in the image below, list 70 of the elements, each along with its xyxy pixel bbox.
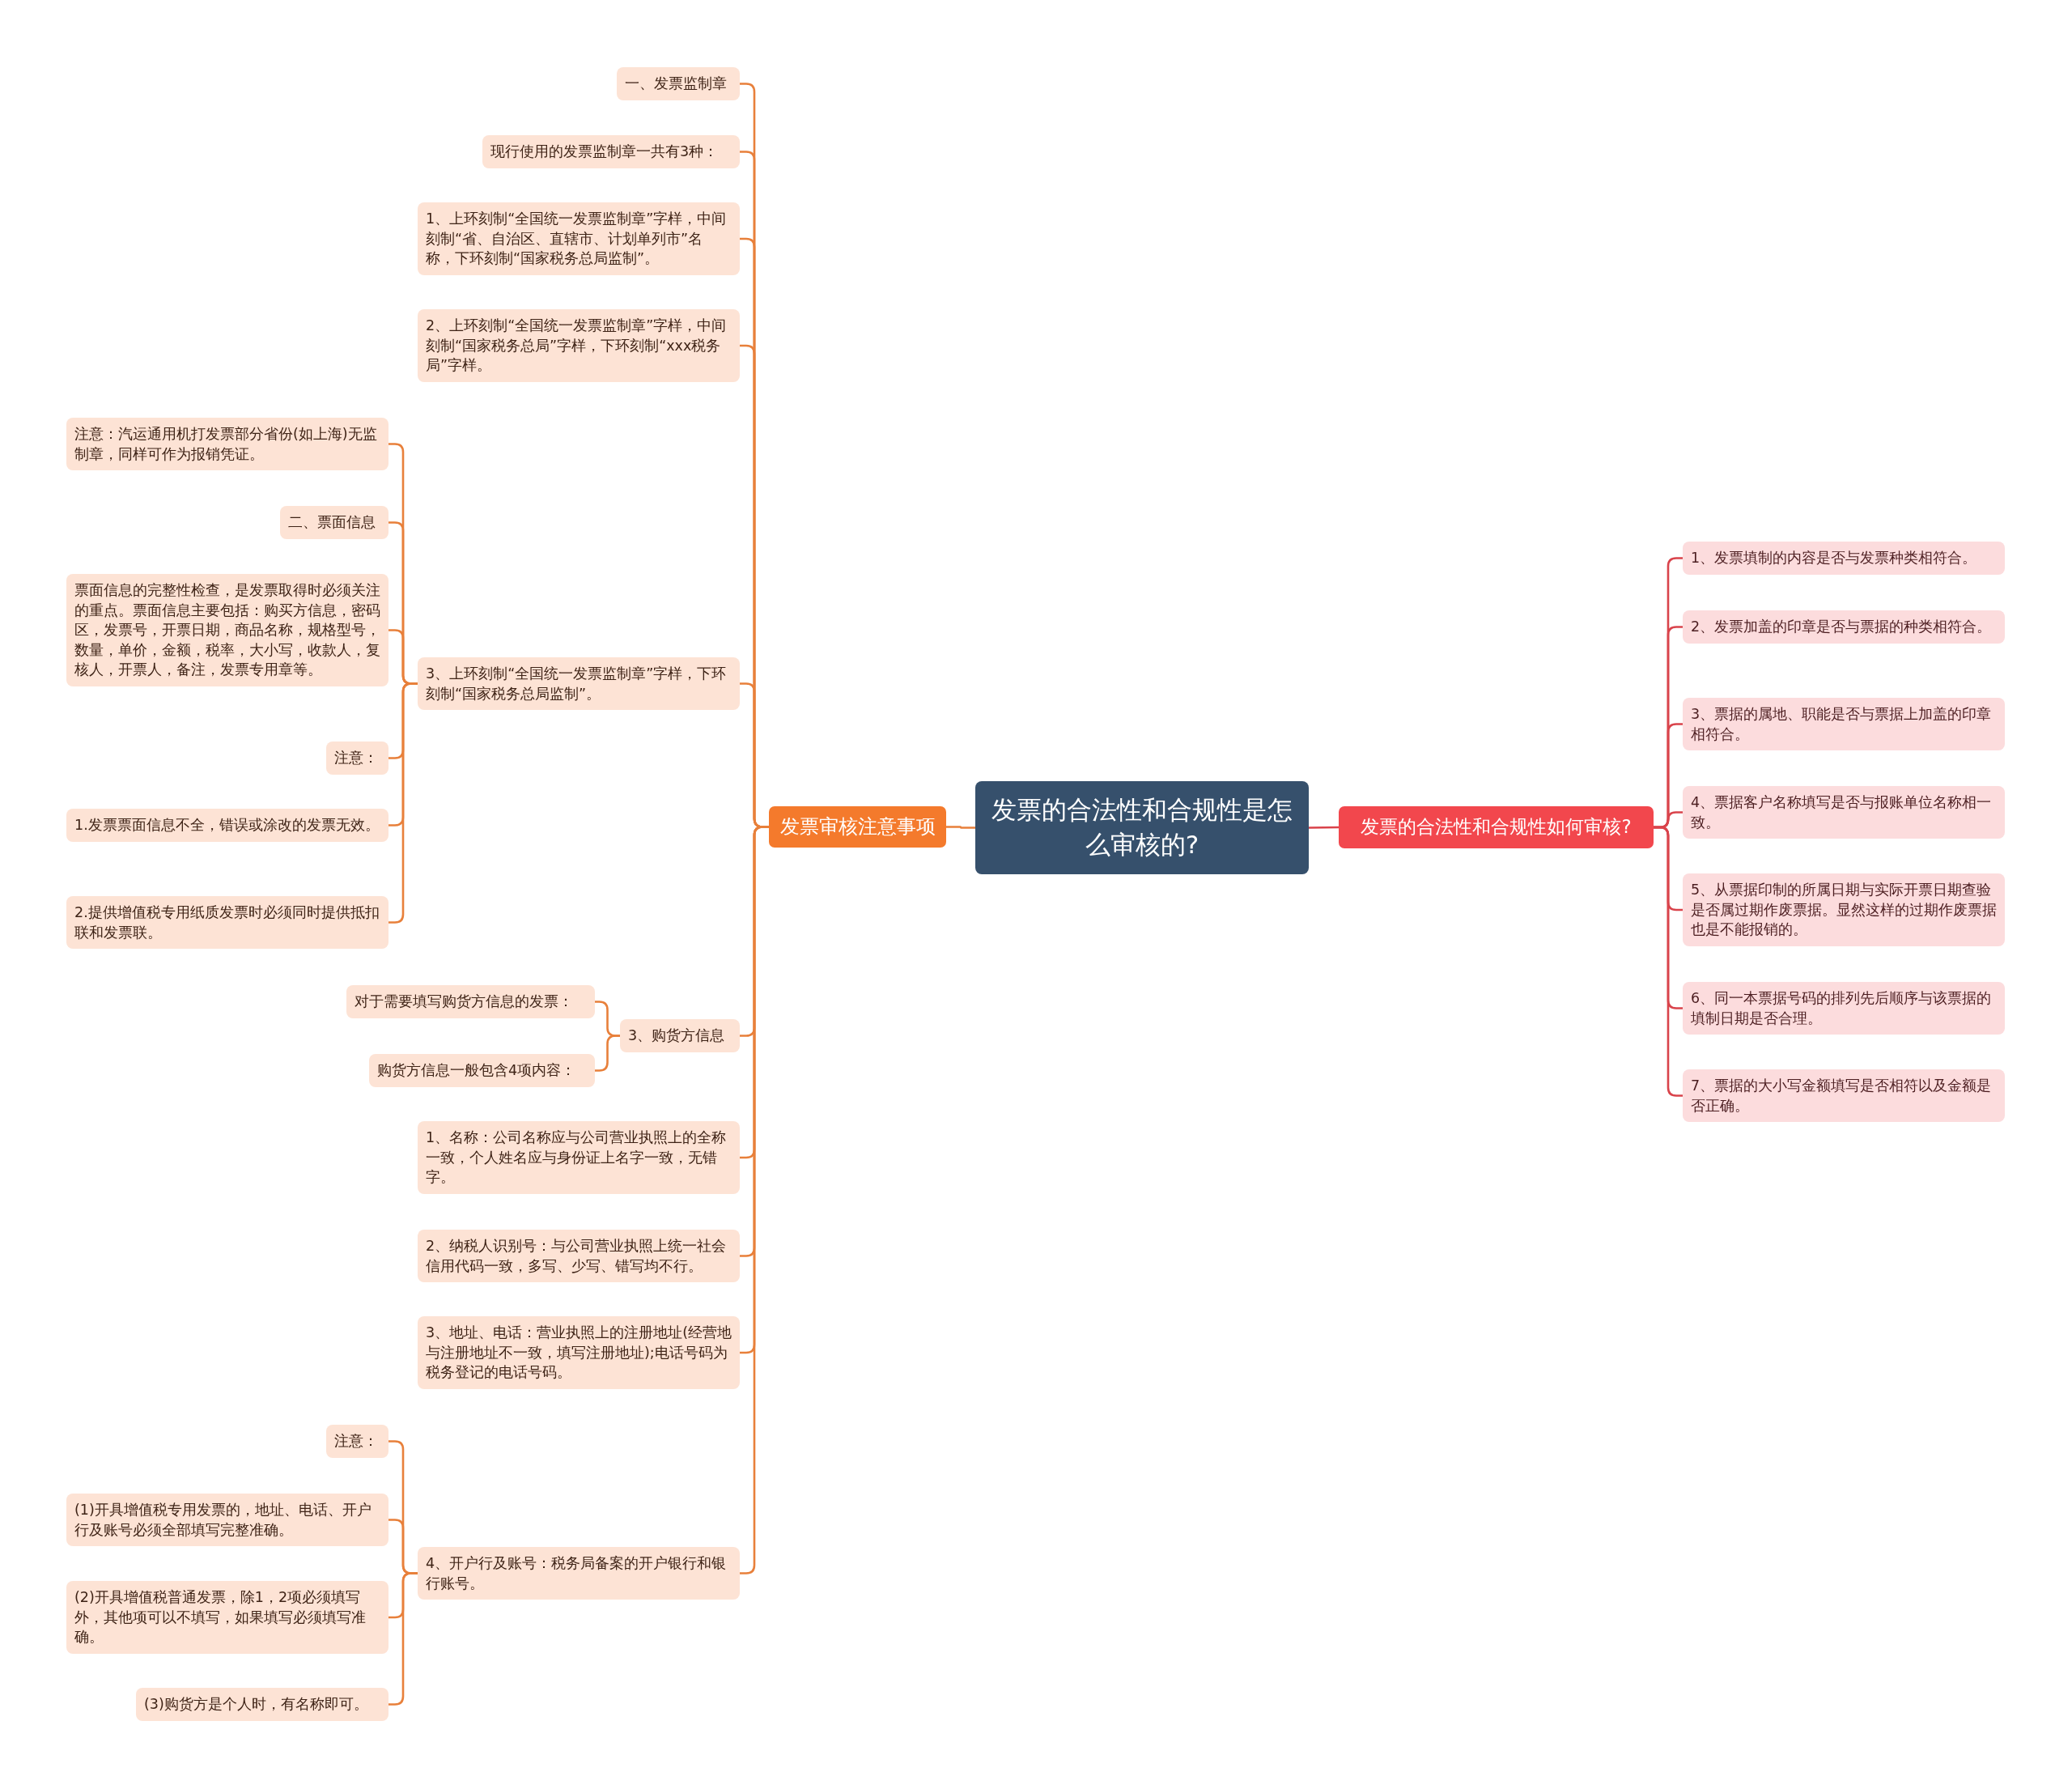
branch-topic-card: [769, 806, 946, 848]
subtopic-text: 1、名称：公司名称应与公司营业执照上的全称一致，个人姓名应与身份证上名字一致，无错字。: [426, 1128, 728, 1187]
subtopic-card: [418, 1316, 740, 1389]
subtopic-card: [418, 657, 740, 710]
subtopic-text: 1、发票填制的内容是否与发票种类相符合。: [1691, 549, 1978, 567]
subtopic-text: 一、发票监制章: [625, 74, 728, 93]
subtopic-text: (2)开具增值税普通发票，除1，2项必须填写外，其他项可以不填写，如果填写必须填写准确。: [74, 1588, 367, 1647]
subtopic-text: 3、上环刻制“全国统一发票监制章”字样，下环刻制“国家税务总局监制”。: [426, 665, 728, 703]
subtopic-card: [418, 1121, 740, 1194]
subtopic-card: [326, 742, 388, 775]
subtopic-text: 票面信息的完整性检查，是发票取得时必须关注的重点。票面信息主要包括：购买方信息，密码区，发票号，开票日期，商品名称，规格型号，数量，单价，金额，税率，大小写，收款人，复核人，开票人，备注，发票专用章等。: [74, 581, 380, 679]
subtopic-text: 1.发票票面信息不全，错误或涂改的发票无效。: [74, 816, 380, 835]
subtopic-card: [418, 1230, 740, 1282]
subtopic-text: 4、开户行及账号：税务局备案的开户银行和银行账号。: [426, 1554, 728, 1593]
subtopic-card: [418, 1547, 740, 1600]
subtopic-text: 2、纳税人识别号：与公司营业执照上统一社会信用代码一致，多写、少写、错写均不行。: [426, 1237, 728, 1276]
subtopic-card: [1683, 873, 2005, 946]
subtopic-text: 2.提供增值税专用纸质发票时必须同时提供抵扣联和发票联。: [74, 903, 380, 942]
subtopic-text: 3、购货方信息: [628, 1026, 726, 1045]
branch-topic-text: 发票审核注意事项: [779, 814, 936, 839]
subtopic-text: 现行使用的发票监制章一共有3种：: [490, 142, 720, 161]
subtopic-card: [66, 809, 388, 842]
central-topic-text: 发票的合法性和合规性是怎么审核的?: [991, 794, 1293, 861]
branch-topic-text: 发票的合法性和合规性如何审核?: [1360, 815, 1633, 839]
subtopic-text: 2、上环刻制“全国统一发票监制章”字样，中间刻制“国家税务总局”字样，下环刻制“xxx税务局”字样。: [426, 317, 728, 375]
subtopic-card: [620, 1019, 740, 1052]
subtopic-text: 5、从票据印制的所属日期与实际开票日期查验是否属过期作废票据。显然这样的过期作废票据也是不能报销的。: [1691, 881, 1997, 939]
subtopic-card: [482, 135, 740, 168]
subtopic-card: [1683, 786, 2005, 839]
subtopic-card: [66, 418, 388, 470]
connector-line: [946, 826, 975, 829]
subtopic-text: 1、上环刻制“全国统一发票监制章”字样，中间刻制“省、自治区、直辖市、计划单列市”名称，下环刻制“国家税务总局监制”。: [426, 210, 728, 268]
subtopic-text: (1)开具增值税专用发票的，地址、电话、开户行及账号必须全部填写完整准确。: [74, 1501, 372, 1540]
subtopic-card: [1683, 610, 2005, 644]
subtopic-card: [1683, 698, 2005, 750]
connector-line: [595, 1035, 620, 1072]
subtopic-text: 注意：: [334, 1432, 379, 1451]
subtopic-text: 6、同一本票据号码的排列先后顺序与该票据的填制日期是否合理。: [1691, 989, 1993, 1028]
subtopic-text: 7、票据的大小写金额填写是否相符以及金额是否正确。: [1691, 1077, 1993, 1115]
connector-line: [388, 682, 418, 924]
subtopic-card: [326, 1425, 388, 1458]
subtopic-card: [617, 67, 740, 100]
subtopic-text: 3、地址、电话：营业执照上的注册地址(经营地与注册地址不一致，填写注册地址);电话号码为税务登记的电话号码。: [426, 1324, 732, 1382]
subtopic-card: [1683, 542, 2005, 575]
subtopic-card: [280, 506, 388, 539]
subtopic-card: [418, 202, 740, 275]
subtopic-card: [66, 1581, 388, 1654]
subtopic-card: [66, 574, 388, 686]
subtopic-card: [136, 1688, 388, 1721]
subtopic-card: [1683, 982, 2005, 1035]
subtopic-text: 4、票据客户名称填写是否与报账单位名称相一致。: [1691, 793, 1993, 832]
subtopic-text: 注意：: [334, 749, 379, 767]
subtopic-text: 注意：汽运通用机打发票部分省份(如上海)无监制章，同样可作为报销凭证。: [74, 425, 378, 464]
subtopic-text: 2、发票加盖的印章是否与票据的种类相符合。: [1691, 618, 1993, 636]
subtopic-text: 3、票据的属地、职能是否与票据上加盖的印章相符合。: [1691, 705, 1993, 744]
subtopic-card: [66, 896, 388, 949]
subtopic-card: [369, 1054, 595, 1087]
subtopic-card: [1683, 1069, 2005, 1122]
subtopic-text: (3)购货方是个人时，有名称即可。: [144, 1695, 369, 1714]
subtopic-card: [346, 985, 595, 1018]
subtopic-card: [418, 309, 740, 382]
central-topic-card: [975, 781, 1309, 874]
subtopic-text: 购货方信息一般包含4项内容：: [377, 1061, 577, 1080]
subtopic-card: [66, 1494, 388, 1546]
branch-topic-card: [1339, 806, 1654, 848]
subtopic-text: 对于需要填写购货方信息的发票：: [355, 992, 574, 1011]
subtopic-text: 二、票面信息: [288, 513, 376, 532]
connector-line: [1309, 826, 1339, 829]
connector-line: [1654, 826, 1683, 1097]
connector-line: [388, 1572, 418, 1706]
